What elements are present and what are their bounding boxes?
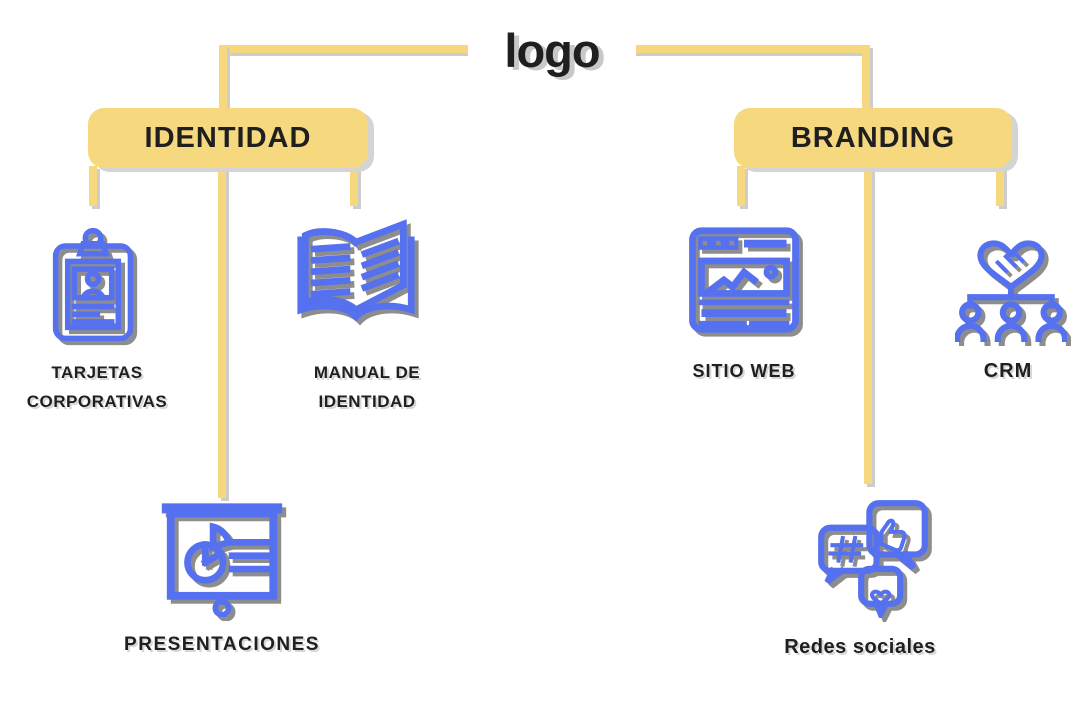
item-label-presentaciones: PRESENTACIONES <box>124 634 320 655</box>
connector-identidad-center <box>218 166 226 498</box>
connector-top-to-branding <box>862 45 870 109</box>
branch-node-identidad: IDENTIDAD <box>88 108 368 168</box>
connector-identidad-left-stub <box>89 166 97 206</box>
connector-branding-right-stub <box>996 166 1004 206</box>
presentation-icon <box>160 500 284 617</box>
website-icon <box>688 224 800 336</box>
branch-node-branding: BRANDING <box>734 108 1012 168</box>
item-label-manual-de-identidad: MANUAL DE IDENTIDAD <box>313 363 421 411</box>
diagram-title: logo <box>468 18 636 82</box>
item-label-redes-sociales: Redes sociales <box>784 636 936 658</box>
item-label-tarjetas-corporativas: TARJETAS CORPORATIVAS <box>26 363 168 411</box>
connector-branding-center <box>864 166 872 484</box>
connector-branding-left-stub <box>737 166 745 206</box>
id-badge-icon <box>49 224 137 345</box>
open-book-icon <box>294 215 418 328</box>
item-label-sitio-web: SITIO WEB <box>692 361 796 381</box>
social-media-icon <box>818 497 931 618</box>
crm-icon <box>955 220 1067 348</box>
item-label-crm: CRM <box>983 360 1033 382</box>
connector-top-to-identidad <box>219 45 227 109</box>
connector-identidad-right-stub <box>350 166 358 206</box>
